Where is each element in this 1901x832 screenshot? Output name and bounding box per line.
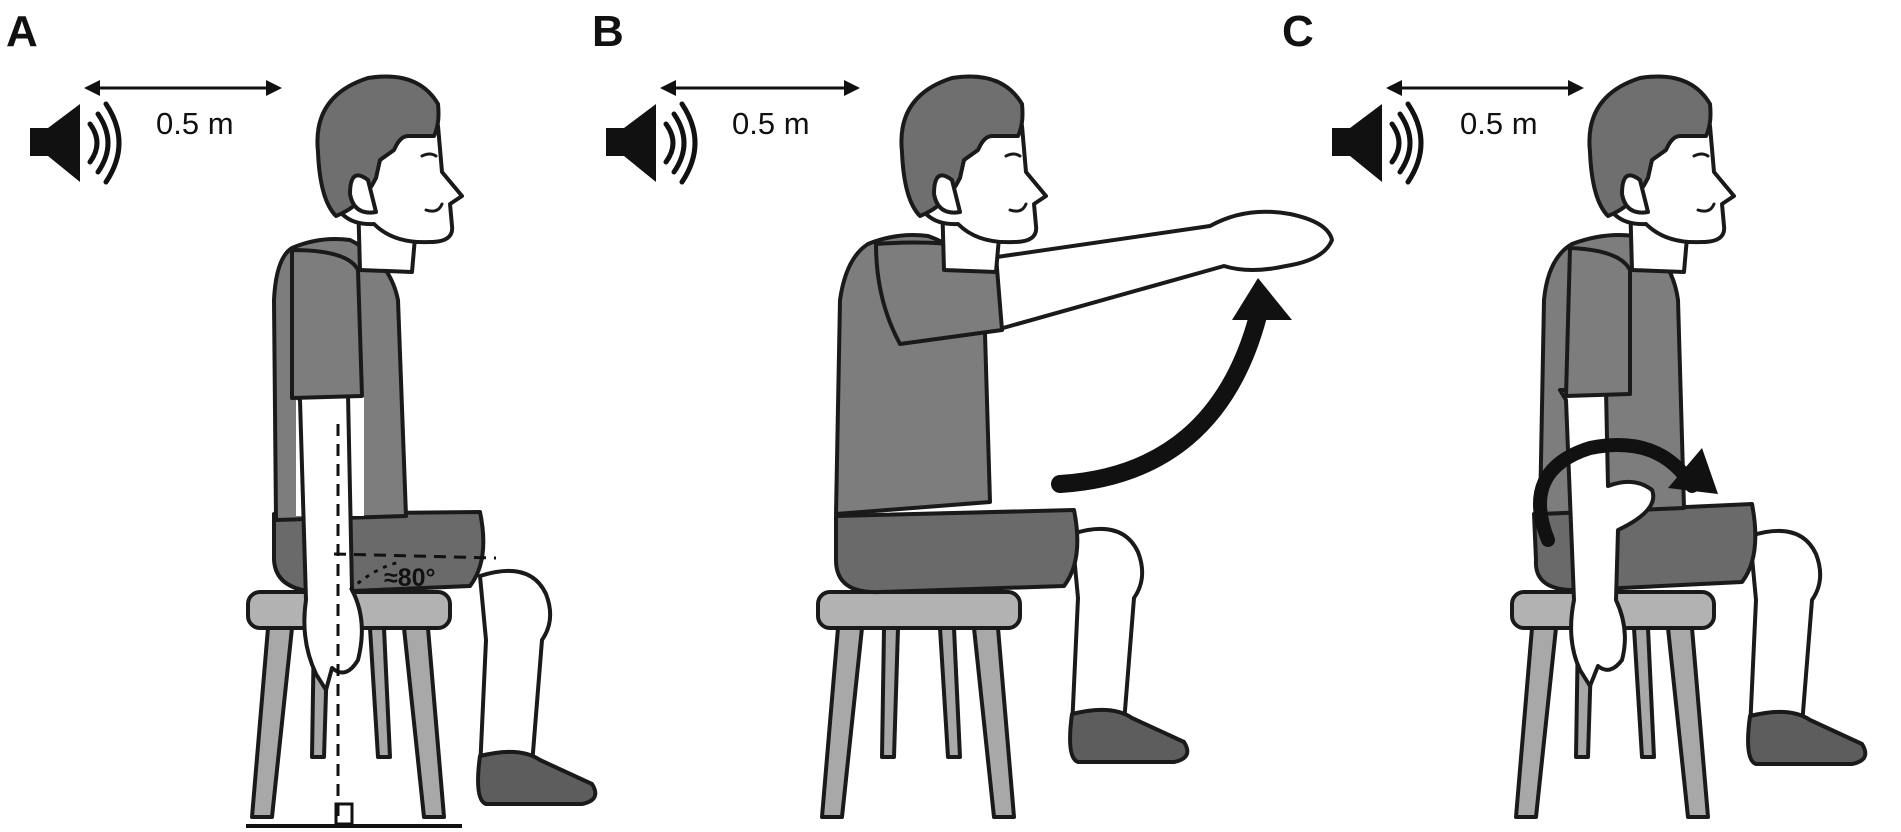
- shorts-b: [834, 508, 1080, 595]
- distance-label-b: 0.5 m: [732, 106, 810, 141]
- panel-c-letter: C: [1282, 7, 1314, 56]
- distance-label-a: 0.5 m: [156, 106, 234, 141]
- panel-b-letter: B: [592, 7, 624, 56]
- distance-arrow-b: [660, 80, 860, 96]
- speaker-icon-a: [30, 104, 119, 182]
- panel-a-letter: A: [6, 7, 38, 56]
- speaker-icon-b: [606, 104, 695, 182]
- knee-angle-label: ≈80°: [384, 564, 436, 592]
- distance-arrow-a: [84, 80, 282, 96]
- arm-c: [1558, 388, 1656, 688]
- distance-arrow-c: [1386, 80, 1584, 96]
- rotation-arrow-icon: [1533, 438, 1699, 547]
- panel-c-figure: [1510, 74, 1868, 819]
- shorts-c: [1532, 502, 1758, 593]
- panel-b-figure: [816, 74, 1334, 819]
- speaker-icon-c: [1332, 104, 1421, 182]
- arm-a: [292, 392, 364, 692]
- distance-label-c: 0.5 m: [1460, 106, 1538, 141]
- curved-arrow-icon: [1051, 307, 1267, 493]
- panel-a-figure: ≈80°: [246, 74, 598, 828]
